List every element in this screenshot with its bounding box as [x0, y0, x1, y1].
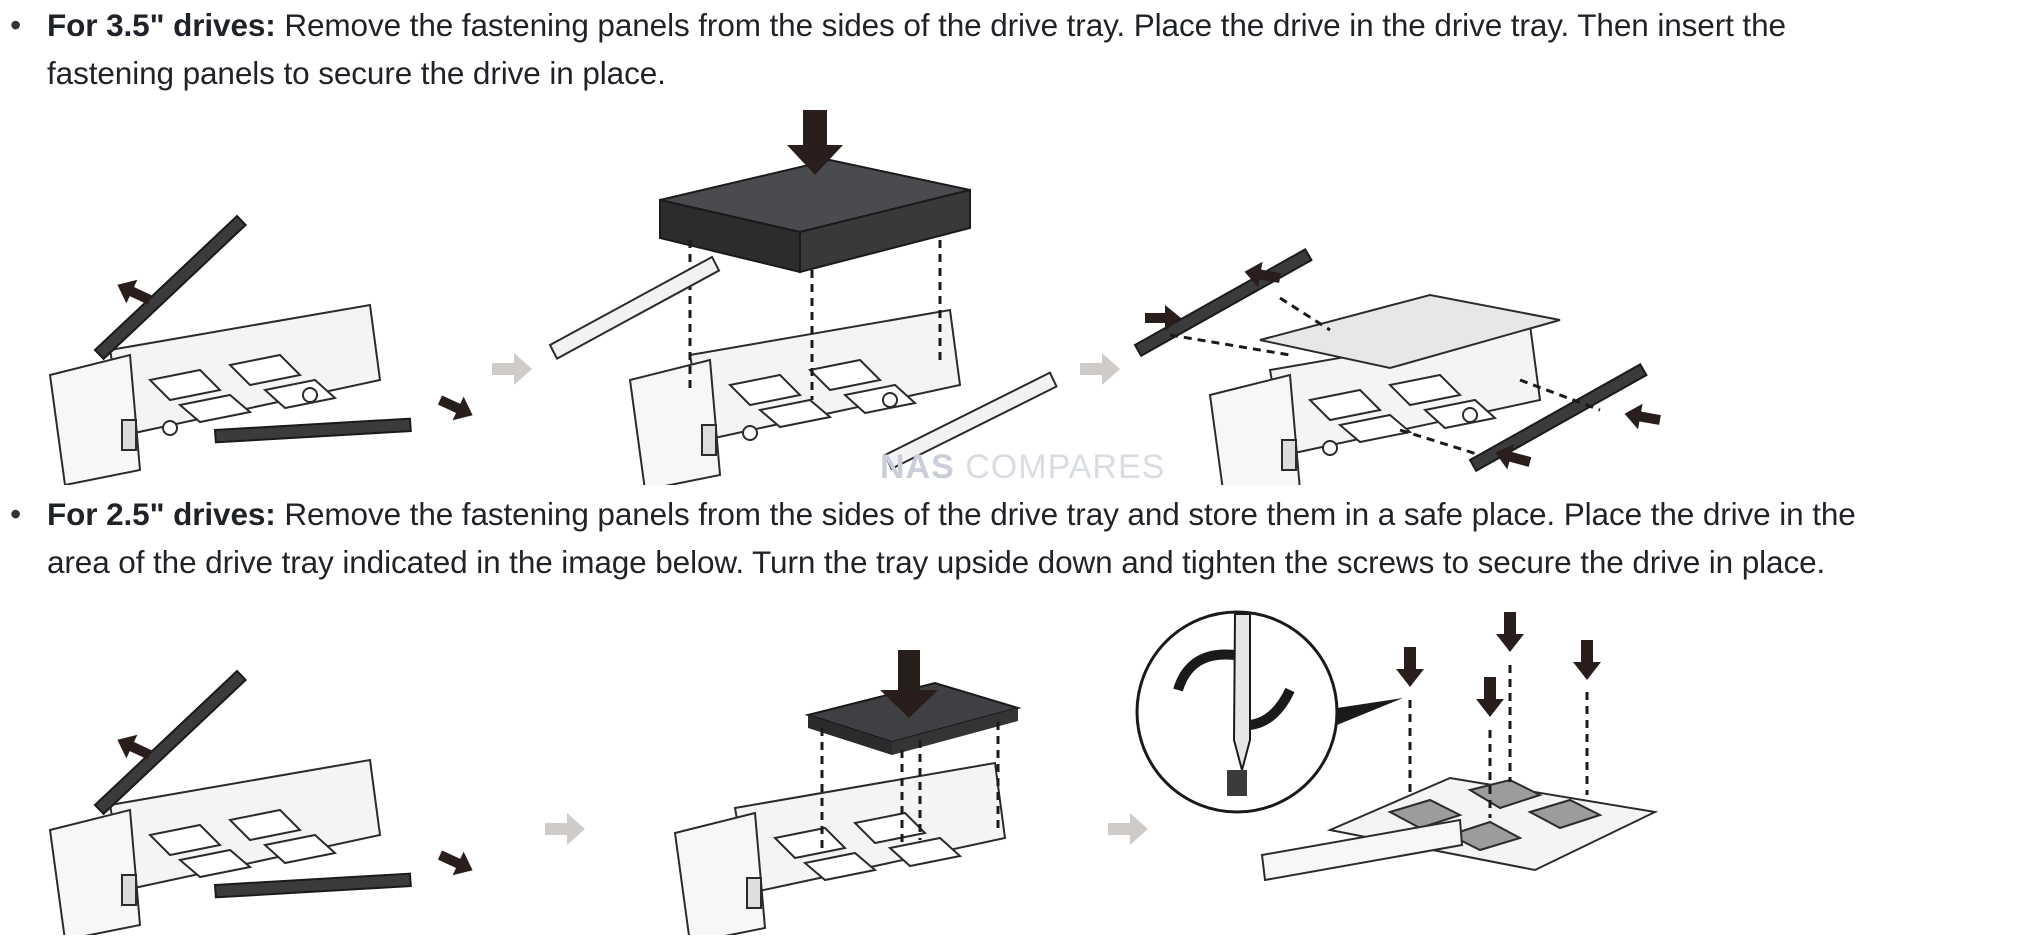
bullet-line-2: area of the drive tray indicated in the … — [47, 544, 1826, 580]
watermark-brand: NAS — [880, 448, 955, 486]
panels-reinserted-illustration — [1121, 247, 1663, 485]
figure-3-5-drive-install — [49, 110, 1663, 485]
bullet-line-1: Remove the fastening panels from the sid… — [275, 7, 1786, 43]
step-arrow-icon — [545, 813, 585, 845]
bullet-marker: • — [10, 7, 22, 43]
watermark-suffix: COMPARES — [954, 448, 1166, 486]
step-arrow-icon — [492, 353, 532, 385]
bullet-text: For 2.5" drives: Remove the fastening pa… — [47, 489, 2022, 539]
bullet-line-1: Remove the fastening panels from the sid… — [275, 496, 1856, 532]
drive-into-tray-illustration — [537, 110, 1068, 485]
tray-upside-down-screws-illustration — [1135, 610, 1659, 882]
bullet-marker: • — [10, 496, 22, 532]
bullet-text: For 3.5" drives: Remove the fastening pa… — [47, 0, 2022, 50]
screw-icon — [1227, 770, 1247, 796]
bullet-heading: For 3.5" drives: — [47, 7, 276, 43]
step-arrow-icon — [1080, 353, 1120, 385]
tray-panels-removed-illustration — [49, 213, 479, 485]
ssd-into-tray-illustration — [674, 650, 1022, 935]
step-arrow-icon — [1108, 813, 1148, 845]
figure-2-5-drive-install — [49, 610, 1659, 935]
bullet-line-2: fastening panels to secure the drive in … — [47, 55, 666, 91]
tray-panels-removed-illustration — [49, 668, 479, 935]
bullet-heading: For 2.5" drives: — [47, 496, 276, 532]
watermark: NAS COMPARES — [880, 448, 1165, 487]
